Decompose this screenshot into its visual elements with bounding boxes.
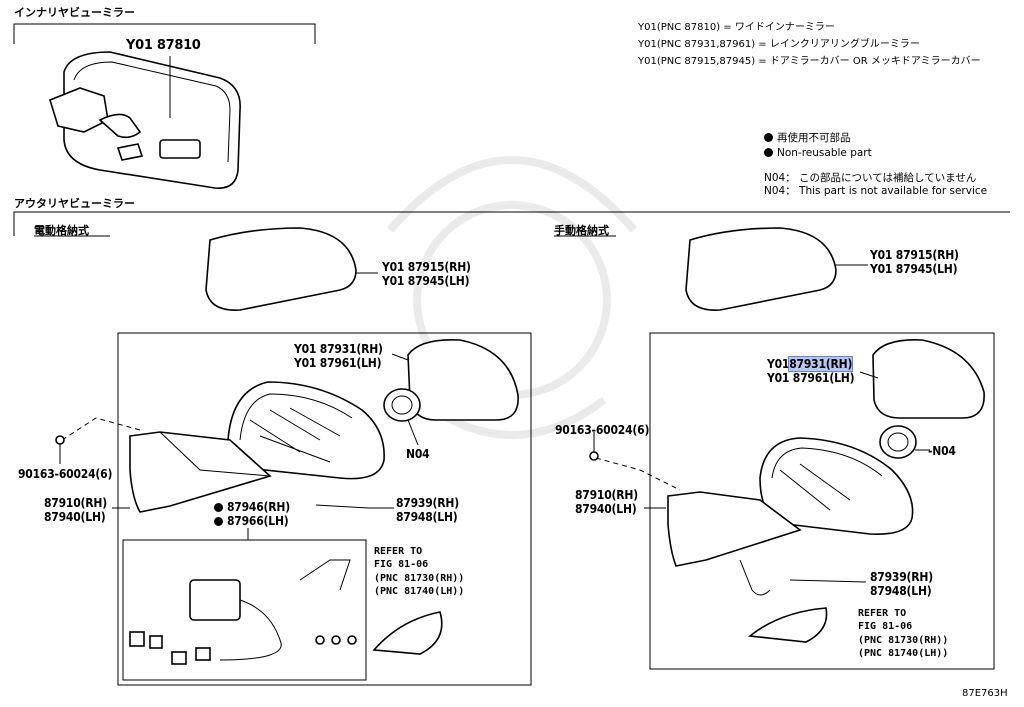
legend-n04-jp: N04： この部品については補給していません	[764, 172, 977, 184]
note-2: Y01(PNC 87931,87961) = レインクリアリングブルーミラー	[638, 39, 920, 50]
part-n04-right[interactable]: -N04	[928, 444, 956, 458]
actuator-left	[383, 388, 421, 422]
refer-left-3: (PNC 81730(RH))	[374, 573, 465, 584]
part-body-left-rh[interactable]: 87910(RH)	[44, 496, 107, 510]
electric-assembly-frame	[117, 332, 532, 686]
outer-section-bracket	[13, 211, 1010, 236]
part-glass-right-rh[interactable]: Y0187931(RH)	[767, 356, 854, 372]
bullet-icon	[764, 133, 773, 142]
part-cover-left-rh[interactable]: Y01 87915(RH)	[382, 260, 471, 274]
inner-mirror-drawing	[49, 51, 241, 189]
bullet-icon	[214, 503, 223, 512]
refer-right-4: (PNC 81740(LH))	[858, 648, 949, 659]
part-cover-right-lh[interactable]: Y01 87945(LH)	[870, 262, 958, 276]
section-electric: 電動格納式	[34, 224, 89, 237]
part-cover-left-lh[interactable]: Y01 87945(LH)	[382, 274, 470, 288]
part-body-right-rh[interactable]: 87910(RH)	[575, 488, 638, 502]
part-glass-left-lh[interactable]: Y01 87961(LH)	[294, 356, 382, 370]
part-body-left-lh[interactable]: 87940(LH)	[44, 510, 106, 524]
part-inner-mirror[interactable]: Y01 87810	[126, 38, 201, 53]
actuator-right	[879, 425, 917, 459]
part-cover-right-rh[interactable]: Y01 87915(RH)	[870, 248, 959, 262]
screw-left	[315, 504, 369, 509]
section-inner-mirror: インナリヤビューミラー	[14, 6, 135, 19]
part-bolt-left[interactable]: 90163-60024(6)	[18, 467, 113, 481]
figure-code: 87E763H	[962, 688, 1008, 699]
inner-section-bracket	[13, 23, 316, 44]
part-glass-right-lh[interactable]: Y01 87961(LH)	[767, 371, 855, 385]
section-outer-mirror: アウタリヤビューミラー	[14, 197, 135, 210]
part-screw-left-rh[interactable]: 87939(RH)	[396, 496, 459, 510]
refer-left-2[interactable]: FIG 81-06	[374, 559, 429, 570]
refer-right-3: (PNC 81730(RH))	[858, 635, 949, 646]
part-screw-right-lh[interactable]: 87948(LH)	[870, 584, 932, 598]
refer-right-2[interactable]: FIG 81-06	[858, 621, 913, 632]
screw-right	[789, 579, 867, 583]
part-body-right-lh[interactable]: 87940(LH)	[575, 502, 637, 516]
refer-left-4: (PNC 81740(LH))	[374, 586, 465, 597]
part-screw-right-rh[interactable]: 87939(RH)	[870, 570, 933, 584]
mirror-glass-right	[872, 338, 985, 419]
electric-sub-frame	[122, 539, 367, 681]
part-screw-left-lh[interactable]: 87948(LH)	[396, 510, 458, 524]
part-bolt-right[interactable]: 90163-60024(6)	[555, 423, 650, 437]
part-motor-lh[interactable]: 87966(LH)	[214, 514, 289, 528]
refer-left-1: REFER TO	[374, 546, 423, 557]
mirror-housing-right	[667, 437, 914, 567]
wire-right	[739, 559, 771, 596]
part-motor-rh[interactable]: 87946(RH)	[214, 500, 290, 514]
legend-non-reusable-en: Non-reusable part	[764, 147, 872, 159]
turn-signal-right	[747, 607, 828, 643]
manual-assembly-frame	[649, 332, 995, 670]
refer-right-1: REFER TO	[858, 608, 907, 619]
note-1: Y01(PNC 87810) = ワイドインナーミラー	[638, 22, 835, 33]
bullet-icon	[214, 517, 223, 526]
part-glass-left-rh[interactable]: Y01 87931(RH)	[294, 342, 383, 356]
mirror-glass-left	[407, 338, 519, 421]
legend-non-reusable-jp: 再使用不可部品	[764, 130, 851, 145]
motor-parts	[129, 559, 443, 665]
note-3: Y01(PNC 87915,87945) = ドアミラーカバー OR メッキドア…	[638, 56, 981, 67]
part-n04-left[interactable]: N04	[406, 447, 430, 461]
mirror-housing-left	[129, 381, 385, 513]
mirror-cover-right	[685, 227, 837, 311]
legend-n04-en: N04： This part is not available for serv…	[764, 185, 988, 197]
mirror-cover-left	[205, 227, 357, 311]
section-manual: 手動格納式	[554, 224, 609, 237]
bullet-icon	[764, 148, 773, 157]
